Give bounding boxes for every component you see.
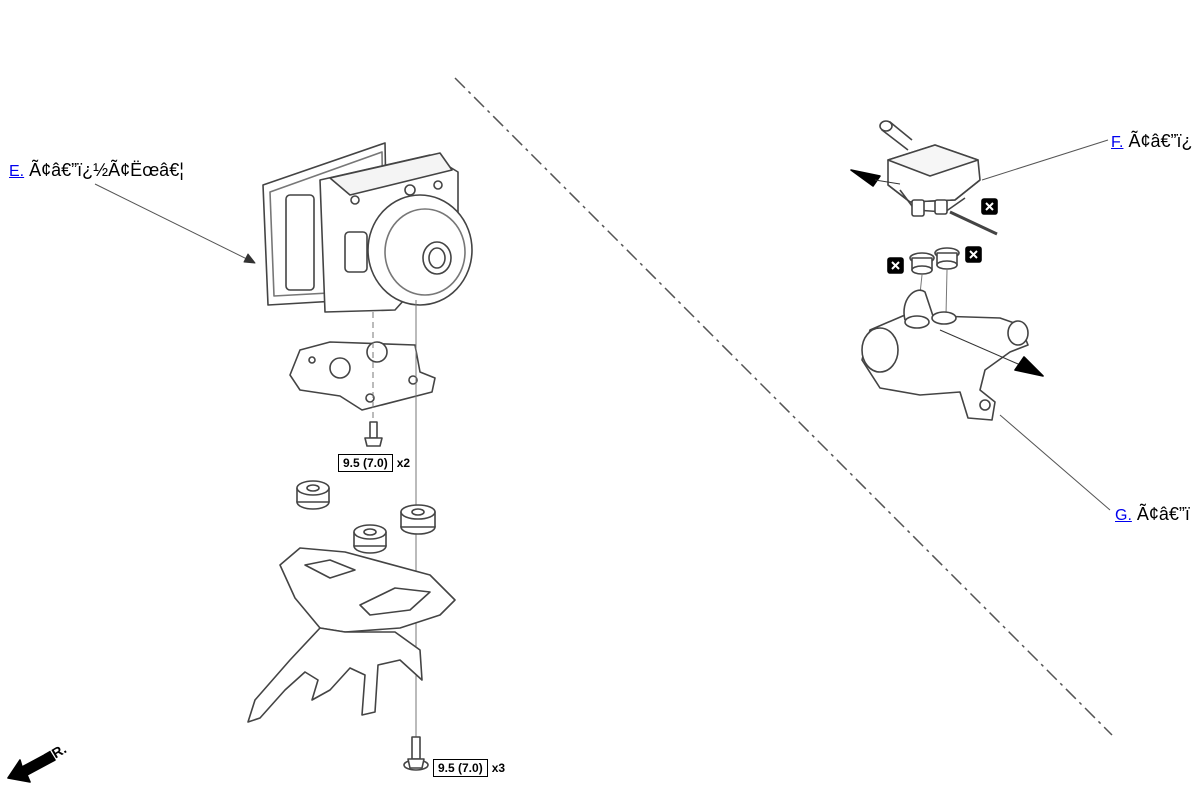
torque-value: 9.5 (7.0) <box>433 759 488 777</box>
non-reusable-part-icon <box>981 198 998 215</box>
callout-f: F.Ã¢â€”ï¿ <box>1111 131 1192 152</box>
callout-g: G.Ã¢â€”ï <box>1115 504 1190 525</box>
section-divider <box>454 77 1113 736</box>
non-reusable-part-icon <box>887 257 904 274</box>
non-reusable-part-icon <box>965 246 982 263</box>
mount-grommet <box>400 504 436 535</box>
brake-fluid-reservoir <box>879 120 998 236</box>
removal-direction-arrow <box>850 169 881 187</box>
callout-g-text: Ã¢â€”ï <box>1136 504 1190 524</box>
lower-mounting-bracket <box>247 547 456 723</box>
modulator-bracket-plate <box>289 341 436 411</box>
removal-direction-arrow <box>1014 356 1044 377</box>
torque-spec-lower: 9.5 (7.0)x3 <box>433 759 505 777</box>
master-cylinder <box>861 289 1029 421</box>
reservoir-grommet <box>909 252 935 275</box>
mount-grommet <box>296 480 330 510</box>
torque-value: 9.5 (7.0) <box>338 454 393 472</box>
callout-g-link[interactable]: G. <box>1115 507 1132 524</box>
front-arrow-icon <box>7 751 56 783</box>
callout-e-link[interactable]: E. <box>9 163 25 180</box>
callout-f-link[interactable]: F. <box>1111 134 1124 151</box>
callout-e-text: Ã¢â€”ï¿½Ã¢Ëœâ€¦ <box>29 160 184 180</box>
mount-grommet <box>353 524 387 554</box>
callout-e: E.Ã¢â€”ï¿½Ã¢Ëœâ€¦ <box>9 160 184 181</box>
callout-f-text: Ã¢â€”ï¿ <box>1128 131 1193 151</box>
torque-quantity: x3 <box>491 761 506 775</box>
upper-bolt <box>364 421 383 447</box>
abs-modulator-unit <box>262 142 473 313</box>
torque-spec-upper: 9.5 (7.0)x2 <box>338 454 410 472</box>
lower-flange-bolt <box>403 736 429 771</box>
reservoir-grommet <box>934 247 960 270</box>
torque-quantity: x2 <box>396 456 411 470</box>
